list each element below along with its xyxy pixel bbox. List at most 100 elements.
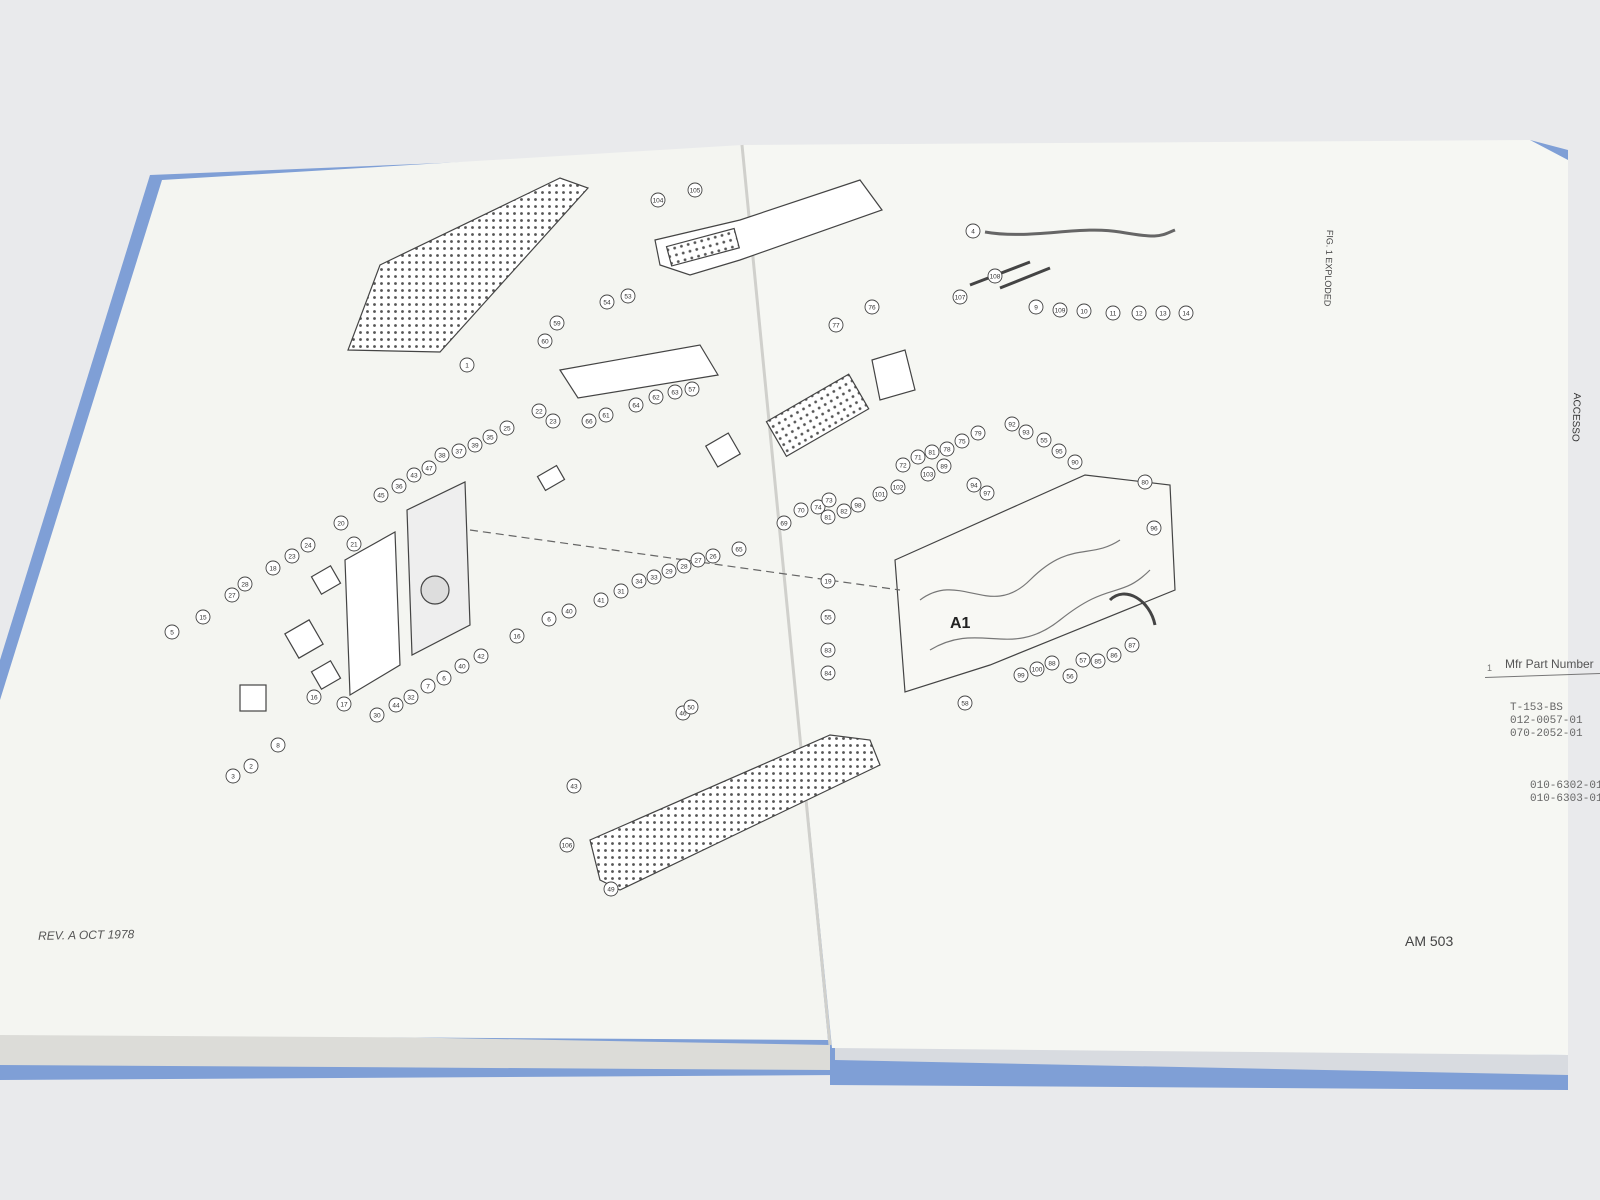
callout-circle <box>1131 305 1147 321</box>
callout-number: 102 <box>893 485 904 492</box>
callout-number: 65 <box>735 547 743 554</box>
callout-circle <box>541 611 557 627</box>
callout-number: 63 <box>671 390 679 397</box>
callout-circle <box>920 466 936 482</box>
callout-circle <box>369 707 385 723</box>
callout-circle <box>509 628 525 644</box>
callout-number: 19 <box>824 579 832 586</box>
callout-circle <box>436 670 452 686</box>
callout-number: 81 <box>824 515 832 522</box>
part-numbers-group-2: 010-6302-01 010-6303-01 <box>1530 780 1600 806</box>
callout-number: 104 <box>653 198 664 205</box>
callout-number: 43 <box>410 473 418 480</box>
callout-circle <box>270 737 286 753</box>
callout-circle <box>336 696 352 712</box>
callout-circle <box>631 573 647 589</box>
callout-number: 21 <box>350 542 358 549</box>
callout-circle <box>473 648 489 664</box>
callout-circle <box>828 317 844 333</box>
callout-number: 79 <box>974 431 982 438</box>
callout-circle <box>1029 661 1045 677</box>
fan-bracket <box>871 349 916 401</box>
callout-circle <box>820 665 836 681</box>
callout-circle <box>243 758 259 774</box>
callout-circle <box>957 695 973 711</box>
callout-number: 59 <box>553 321 561 328</box>
callout-circle <box>403 689 419 705</box>
callout-number: 23 <box>549 419 557 426</box>
callout-number: 6 <box>547 617 551 624</box>
callout-number: 107 <box>955 295 966 302</box>
cable <box>984 228 1176 238</box>
callout-circle <box>1036 432 1052 448</box>
callout-circle <box>346 536 362 552</box>
callout-number: 36 <box>395 484 403 491</box>
callout-circle <box>620 288 636 304</box>
callout-number: 85 <box>1094 659 1102 666</box>
callout-circle <box>391 478 407 494</box>
callout-number: 9 <box>1034 305 1038 312</box>
callout-number: 8 <box>276 743 280 750</box>
callout-number: 55 <box>824 615 832 622</box>
revision-footer: REV. A OCT 1978 <box>37 927 135 943</box>
part-number: 070-2052-01 <box>1510 728 1583 740</box>
callout-number: 18 <box>269 566 277 573</box>
callout-circle <box>910 449 926 465</box>
callout-circle <box>1124 637 1140 653</box>
callout-number: 10 <box>1080 309 1088 316</box>
callout-circle <box>820 509 836 525</box>
callout-number: 81 <box>928 450 936 457</box>
parts-list-header: Mfr Part Number <box>1505 657 1594 671</box>
callout-circle <box>952 289 968 305</box>
callout-circle <box>1052 302 1068 318</box>
callout-number: 13 <box>1159 311 1167 318</box>
callout-number: 24 <box>304 543 312 550</box>
callout-number: 20 <box>337 521 345 528</box>
callout-circle <box>454 658 470 674</box>
callout-circle <box>566 778 582 794</box>
callout-circle <box>987 268 1003 284</box>
callout-circle <box>684 381 700 397</box>
callout-number: 31 <box>617 589 625 596</box>
part-number: 010-6302-01 <box>1530 780 1600 792</box>
callout-circle <box>224 587 240 603</box>
callout-number: 97 <box>983 491 991 498</box>
callout-circle <box>1028 299 1044 315</box>
part-number: 012-0057-01 <box>1510 715 1583 727</box>
callout-number: 3 <box>231 774 235 781</box>
front-subpanel <box>344 530 401 697</box>
callout-number: 100 <box>1032 667 1043 674</box>
callout-number: 28 <box>241 582 249 589</box>
callout-circle <box>549 315 565 331</box>
callout-number: 56 <box>1066 674 1074 681</box>
callout-number: 25 <box>503 426 511 433</box>
callout-circle <box>603 881 619 897</box>
callout-circle <box>164 624 180 640</box>
callout-circle <box>628 397 644 413</box>
callout-number: 35 <box>486 435 494 442</box>
callout-number: 45 <box>377 493 385 500</box>
callout-circle <box>970 425 986 441</box>
callout-circle <box>676 558 692 574</box>
callout-number: 60 <box>541 339 549 346</box>
parts-list-index: 1 <box>1487 663 1493 673</box>
callout-circle <box>1076 303 1092 319</box>
part-number: 010-6303-01 <box>1530 793 1600 805</box>
callout-number: 86 <box>1110 653 1118 660</box>
callout-number: 55 <box>1040 438 1048 445</box>
cylinders <box>239 432 742 712</box>
callout-number: 33 <box>650 575 658 582</box>
callout-number: 12 <box>1135 311 1143 318</box>
callout-number: 58 <box>961 701 969 708</box>
top-grille <box>347 177 590 353</box>
callout-number: 34 <box>635 579 643 586</box>
callout-number: 42 <box>477 654 485 661</box>
callout-number: 23 <box>288 554 296 561</box>
callout-circle <box>1062 668 1078 684</box>
callout-circle <box>936 458 952 474</box>
callout-circle <box>1051 443 1067 459</box>
callout-circle <box>648 389 664 405</box>
callout-circle <box>1075 652 1091 668</box>
